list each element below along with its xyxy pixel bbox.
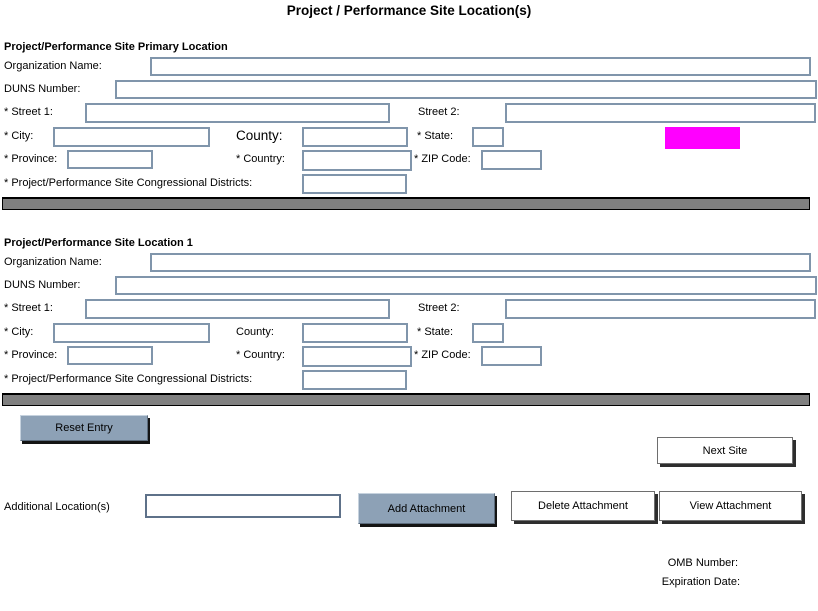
county-label: County: [236, 326, 274, 338]
additional-locations-label: Additional Location(s) [4, 501, 110, 513]
duns-number-label: DUNS Number: [4, 279, 81, 291]
street1-input[interactable] [85, 299, 390, 319]
street1-label: * Street 1: [4, 302, 53, 314]
street2-input[interactable] [505, 299, 816, 319]
street1-label: * Street 1: [4, 106, 53, 118]
reset-entry-button[interactable]: Reset Entry [20, 415, 148, 441]
congressional-districts-label: * Project/Performance Site Congressional… [4, 373, 253, 385]
country-input[interactable] [302, 150, 412, 171]
delete-attachment-button[interactable]: Delete Attachment [511, 491, 655, 521]
magenta-highlight [665, 127, 740, 149]
duns-number-input[interactable] [115, 80, 817, 99]
street2-input[interactable] [505, 103, 816, 123]
section-divider-bar [2, 393, 810, 406]
next-site-button[interactable]: Next Site [657, 437, 793, 464]
location-1-section: Project/Performance Site Location 1 Orga… [0, 237, 818, 407]
city-label: * City: [4, 326, 34, 338]
state-input[interactable] [472, 323, 504, 343]
country-label: * Country: [236, 349, 285, 361]
expiration-date-label: Expiration Date: [661, 576, 740, 588]
duns-number-label: DUNS Number: [4, 83, 81, 95]
state-input[interactable] [472, 127, 504, 147]
add-attachment-button[interactable]: Add Attachment [358, 493, 495, 524]
country-input[interactable] [302, 346, 412, 367]
street2-label: Street 2: [418, 106, 460, 118]
street2-label: Street 2: [418, 302, 460, 314]
county-input[interactable] [302, 323, 408, 343]
zip-code-input[interactable] [481, 150, 542, 170]
zip-code-label: * ZIP Code: [414, 349, 471, 361]
omb-number-label: OMB Number: [667, 557, 738, 569]
congressional-districts-input[interactable] [302, 174, 407, 194]
page-title: Project / Performance Site Location(s) [286, 3, 532, 18]
province-label: * Province: [4, 153, 58, 165]
organization-name-input[interactable] [150, 57, 811, 76]
section-divider-bar [2, 197, 810, 210]
city-input[interactable] [53, 323, 210, 343]
primary-location-section: Project/Performance Site Primary Locatio… [0, 41, 818, 211]
additional-locations-input[interactable] [145, 494, 341, 518]
organization-name-label: Organization Name: [4, 60, 102, 72]
organization-name-label: Organization Name: [4, 256, 102, 268]
province-input[interactable] [67, 150, 153, 169]
duns-number-input[interactable] [115, 276, 817, 295]
country-label: * Country: [236, 153, 285, 165]
province-label: * Province: [4, 349, 58, 361]
state-label: * State: [417, 130, 454, 142]
section-header: Project/Performance Site Primary Locatio… [4, 41, 228, 53]
section-header: Project/Performance Site Location 1 [4, 237, 193, 249]
county-label: County: [236, 128, 283, 143]
congressional-districts-label: * Project/Performance Site Congressional… [4, 177, 253, 189]
state-label: * State: [417, 326, 454, 338]
zip-code-input[interactable] [481, 346, 542, 366]
city-label: * City: [4, 130, 34, 142]
zip-code-label: * ZIP Code: [414, 153, 471, 165]
view-attachment-button[interactable]: View Attachment [659, 491, 802, 521]
congressional-districts-input[interactable] [302, 370, 407, 390]
city-input[interactable] [53, 127, 210, 147]
street1-input[interactable] [85, 103, 390, 123]
county-input[interactable] [302, 127, 408, 147]
province-input[interactable] [67, 346, 153, 365]
organization-name-input[interactable] [150, 253, 811, 272]
